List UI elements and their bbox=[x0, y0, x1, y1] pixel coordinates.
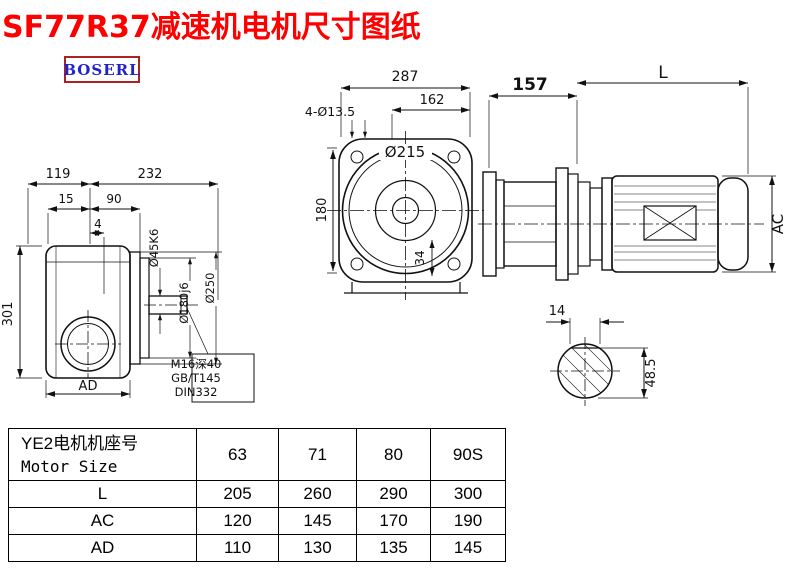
cell-AD-71: 130 bbox=[278, 534, 357, 562]
row-label-AC: AC bbox=[8, 507, 197, 535]
dim-width-157: 157 bbox=[512, 75, 548, 95]
motor-size-table: YE2电机机座号 Motor Size 63 71 80 90S L 205 2… bbox=[8, 428, 506, 562]
motor-size-col-90s: 90S bbox=[430, 428, 506, 481]
dim-width-162: 162 bbox=[420, 93, 445, 108]
row-label-AD: AD bbox=[8, 534, 197, 562]
thread-note-line3: DIN332 bbox=[175, 385, 218, 399]
motor-side-view bbox=[478, 167, 764, 281]
cell-L-71: 260 bbox=[278, 480, 357, 508]
output-view-dimensions bbox=[16, 181, 222, 398]
dim-width-15: 15 bbox=[58, 192, 73, 206]
dim-width-232: 232 bbox=[138, 167, 163, 182]
thread-note-line1: M16深40 bbox=[171, 357, 222, 371]
table-row-AC: AC 120 145 170 190 bbox=[8, 507, 506, 535]
dim-height-180: 180 bbox=[315, 198, 330, 223]
dim-width-AD: AD bbox=[79, 379, 98, 394]
table-header-en: Motor Size bbox=[21, 456, 118, 476]
input-flange bbox=[129, 251, 141, 365]
dim-width-4: 4 bbox=[94, 217, 102, 231]
cell-AD-90s: 145 bbox=[430, 534, 506, 562]
cell-AC-80: 170 bbox=[356, 507, 431, 535]
motor-dimensions bbox=[488, 80, 776, 273]
table-header-row: YE2电机机座号 Motor Size 63 71 80 90S bbox=[8, 428, 506, 481]
dim-width-119: 119 bbox=[46, 167, 71, 182]
dim-keyway-14: 14 bbox=[549, 304, 566, 319]
table-header-cn: YE2电机机座号 bbox=[21, 433, 139, 453]
cell-AC-90s: 190 bbox=[430, 507, 506, 535]
motor-size-col-71: 71 bbox=[278, 428, 357, 481]
dim-bolt-holes: 4-Ø13.5 bbox=[305, 104, 355, 119]
brand-logo: BOSERL bbox=[63, 56, 140, 83]
shaft-dimensions bbox=[546, 318, 648, 399]
page-title: SF77R37减速机电机尺寸图纸 bbox=[2, 10, 421, 45]
cell-L-63: 205 bbox=[196, 480, 279, 508]
bolt-hole bbox=[447, 150, 461, 164]
thread-note-box bbox=[191, 353, 255, 403]
dim-diameter-250: Ø250 bbox=[203, 272, 217, 303]
cell-AD-63: 110 bbox=[196, 534, 279, 562]
bolt-hole bbox=[350, 150, 364, 164]
row-label-L: L bbox=[8, 480, 197, 508]
front-view-dimensions bbox=[327, 85, 471, 276]
dim-height-AC: AC bbox=[769, 214, 787, 234]
dim-height-34: 34 bbox=[413, 250, 427, 265]
dim-width-90: 90 bbox=[106, 192, 121, 206]
cell-L-80: 290 bbox=[356, 480, 431, 508]
shaft-section-view bbox=[550, 337, 620, 406]
output-side-view bbox=[45, 245, 255, 403]
table-header-cell: YE2电机机座号 Motor Size bbox=[8, 428, 197, 481]
dim-diameter-215: Ø215 bbox=[385, 143, 425, 161]
section-hatch bbox=[558, 344, 612, 398]
cell-AC-71: 145 bbox=[278, 507, 357, 535]
dim-diameter-45k6: Ø45K6 bbox=[147, 229, 161, 268]
motor-size-col-80: 80 bbox=[356, 428, 431, 481]
dim-length-L: L bbox=[658, 63, 668, 83]
bolt-hole bbox=[447, 257, 461, 271]
table-row-L: L 205 260 290 300 bbox=[8, 480, 506, 508]
technical-drawing: Ø215 287 162 4-Ø13.5 180 34 bbox=[1, 63, 787, 406]
table-row-AD: AD 110 130 135 145 bbox=[8, 534, 506, 562]
dim-width-287: 287 bbox=[392, 69, 419, 85]
cell-AC-63: 120 bbox=[196, 507, 279, 535]
cell-AD-80: 135 bbox=[356, 534, 431, 562]
dim-diameter-180j6: Ø180j6 bbox=[177, 282, 191, 324]
dim-keyheight-48-5: 48.5 bbox=[644, 359, 659, 388]
thread-note-line2: GB/T145 bbox=[171, 371, 221, 385]
motor-size-col-63: 63 bbox=[196, 428, 279, 481]
bolt-hole bbox=[350, 257, 364, 271]
label-backing bbox=[379, 144, 432, 160]
cell-L-90s: 300 bbox=[430, 480, 506, 508]
dim-height-301: 301 bbox=[1, 302, 16, 327]
